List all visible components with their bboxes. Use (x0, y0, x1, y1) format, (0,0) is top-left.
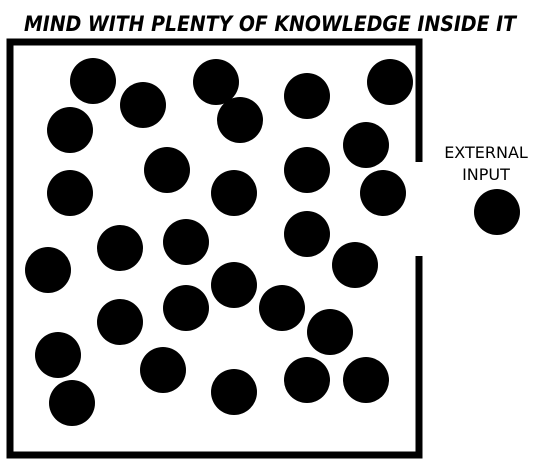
knowledge-dot (211, 262, 257, 308)
knowledge-dot (343, 357, 389, 403)
diagram-title: MIND WITH PLENTY OF KNOWLEDGE INSIDE IT (24, 12, 518, 36)
knowledge-dot (343, 122, 389, 168)
knowledge-dot (140, 347, 186, 393)
knowledge-dot (217, 97, 263, 143)
knowledge-dot (307, 309, 353, 355)
knowledge-dot (47, 170, 93, 216)
knowledge-dot (193, 59, 239, 105)
mind-box (6, 38, 423, 459)
knowledge-dot (35, 332, 81, 378)
knowledge-dot (163, 219, 209, 265)
knowledge-dot (367, 59, 413, 105)
knowledge-dot (284, 211, 330, 257)
knowledge-dot (120, 82, 166, 128)
knowledge-dot (284, 147, 330, 193)
external-input-label-line1: EXTERNAL (444, 143, 528, 162)
knowledge-dot (259, 285, 305, 331)
knowledge-dot (25, 247, 71, 293)
knowledge-dot (97, 299, 143, 345)
knowledge-dot (97, 225, 143, 271)
knowledge-dots (25, 58, 413, 426)
knowledge-dot (332, 242, 378, 288)
external-input-dot (474, 189, 520, 235)
knowledge-dot (144, 147, 190, 193)
knowledge-dot (284, 73, 330, 119)
knowledge-dot (211, 170, 257, 216)
mind-box-outline (6, 38, 423, 459)
knowledge-dot (284, 357, 330, 403)
knowledge-dot (70, 58, 116, 104)
knowledge-dot (360, 170, 406, 216)
knowledge-dot (49, 380, 95, 426)
knowledge-dot (47, 107, 93, 153)
external-input-label-line2: INPUT (462, 165, 510, 184)
knowledge-dot (163, 285, 209, 331)
knowledge-dot (211, 369, 257, 415)
